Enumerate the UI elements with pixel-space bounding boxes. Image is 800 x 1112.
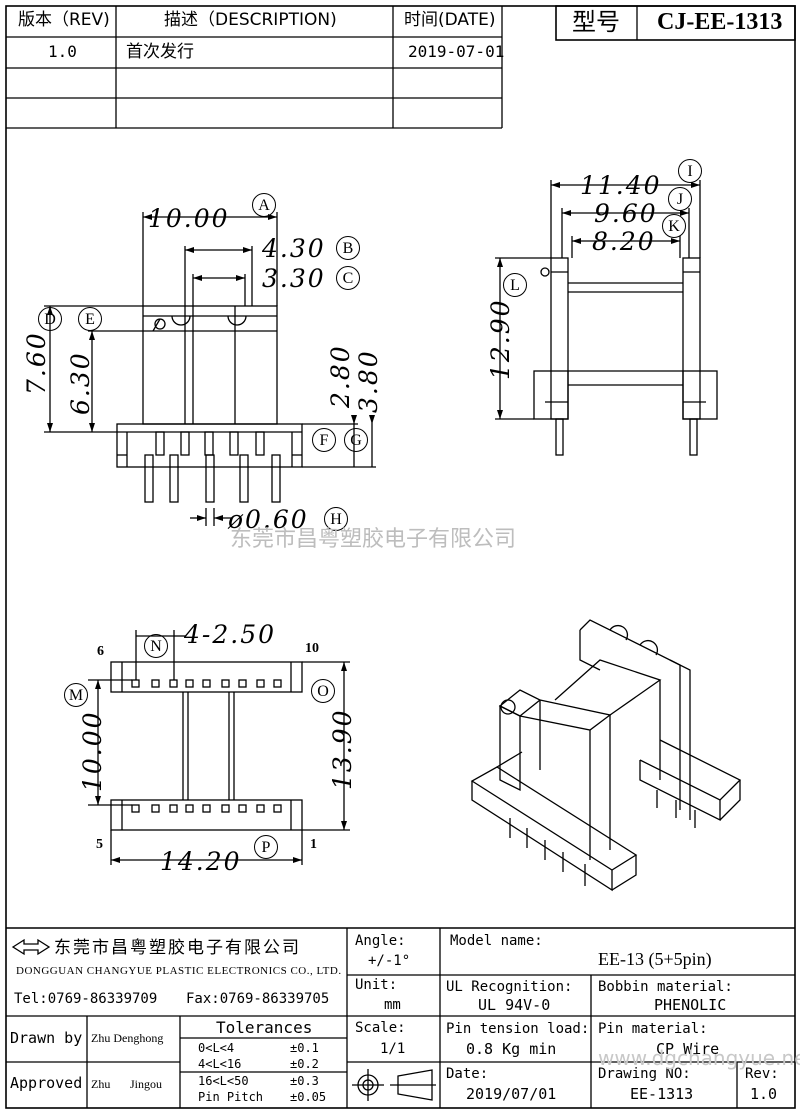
website-watermark: www.dgchangyue.net bbox=[598, 1046, 800, 1070]
bobbin-material-value: PHENOLIC bbox=[654, 996, 727, 1014]
company-name-cn: 东莞市昌粤塑胶电子有限公司 bbox=[54, 938, 301, 958]
dim-N-marker: N bbox=[144, 634, 168, 658]
drawn-by-label: Drawn by bbox=[10, 1029, 83, 1047]
rev-value: 1.0 bbox=[48, 42, 77, 61]
rev-label: Rev: bbox=[745, 1066, 779, 1082]
model-box-label: 型号 bbox=[572, 8, 620, 36]
company-name-en: DONGGUAN CHANGYUE PLASTIC ELECTRONICS CO… bbox=[16, 965, 342, 977]
company-tel: Tel:0769-86339709 bbox=[14, 991, 158, 1007]
tolerance-range-0: 0<L<4 bbox=[198, 1041, 235, 1055]
tolerance-value-2: ±0.3 bbox=[290, 1074, 319, 1088]
dim-J-marker: J bbox=[668, 187, 692, 211]
angle-label: Angle: bbox=[355, 933, 406, 949]
dim-P-value: 14.20 bbox=[160, 847, 242, 876]
pin-label-10: 10 bbox=[305, 641, 319, 656]
dim-H-value: ø0.60 bbox=[228, 505, 309, 534]
tolerance-value-0: ±0.1 bbox=[290, 1041, 319, 1055]
tolerance-value-1: ±0.2 bbox=[290, 1057, 319, 1071]
dim-A-value: 10.00 bbox=[148, 204, 230, 233]
dim-O-value: 13.90 bbox=[328, 708, 357, 790]
ul-recognition-label: UL Recognition: bbox=[446, 979, 573, 995]
dim-F-marker: F bbox=[312, 428, 336, 452]
drawing-no-label: Drawing NO: bbox=[598, 1066, 691, 1082]
dim-H-marker: H bbox=[324, 507, 348, 531]
tolerance-range-1: 4<L<16 bbox=[198, 1057, 242, 1071]
date-value: 2019-07-01 bbox=[408, 42, 505, 61]
scale-value: 1/1 bbox=[380, 1041, 406, 1057]
approved-value-given: Jingou bbox=[130, 1077, 163, 1091]
dim-A-marker: A bbox=[252, 193, 276, 217]
dim-G-value: 3.80 bbox=[354, 349, 383, 413]
dim-M-marker: M bbox=[64, 683, 88, 707]
model-box-value: CJ-EE-1313 bbox=[657, 9, 783, 35]
drawn-by-value: Zhu Denghong bbox=[91, 1031, 164, 1045]
scale-label: Scale: bbox=[355, 1020, 406, 1036]
dim-D-marker: D bbox=[38, 307, 62, 331]
rev-block-value: 1.0 bbox=[750, 1085, 778, 1103]
pin-material-value: CP Wire bbox=[656, 1040, 720, 1058]
dim-D-value: 7.60 bbox=[22, 331, 51, 395]
dim-K-marker: K bbox=[662, 214, 686, 238]
date-header: 时间(DATE) bbox=[404, 10, 496, 30]
dim-J-value: 9.60 bbox=[594, 199, 658, 228]
dim-G-marker: G bbox=[344, 428, 368, 452]
tolerance-range-3: Pin Pitch bbox=[198, 1090, 264, 1104]
dim-B-value: 4.30 bbox=[262, 234, 326, 263]
dim-E-value: 6.30 bbox=[66, 351, 95, 415]
dim-L-value: 12.90 bbox=[486, 298, 515, 380]
drawing-no-value: EE-1313 bbox=[630, 1085, 694, 1103]
pin-label-5: 5 bbox=[96, 837, 103, 852]
dim-F-value: 2.80 bbox=[326, 344, 355, 408]
dim-P-marker: P bbox=[254, 835, 278, 859]
pin-label-1: 1 bbox=[310, 837, 317, 852]
dim-I-marker: I bbox=[678, 159, 702, 183]
description-value: 首次发行 bbox=[126, 42, 194, 62]
rev-header: 版本（REV) bbox=[18, 10, 110, 30]
approved-value-surname: Zhu bbox=[91, 1077, 111, 1091]
tolerance-range-2: 16<L<50 bbox=[198, 1074, 249, 1088]
ul-recognition-value: UL 94V-0 bbox=[478, 996, 551, 1014]
dim-M-value: 10.00 bbox=[78, 710, 107, 792]
date-value: 2019/07/01 bbox=[466, 1085, 557, 1103]
dim-I-value: 11.40 bbox=[580, 171, 662, 200]
pin-label-6: 6 bbox=[97, 644, 104, 659]
unit-label: Unit: bbox=[355, 977, 398, 993]
tolerance-value-3: ±0.05 bbox=[290, 1090, 327, 1104]
dim-L-marker: L bbox=[503, 273, 527, 297]
pin-tension-value: 0.8 Kg min bbox=[466, 1040, 557, 1058]
company-watermark: 东莞市昌粤塑胶电子有限公司 bbox=[230, 527, 517, 552]
pin-tension-label: Pin tension load: bbox=[446, 1021, 590, 1037]
description-header: 描述（DESCRIPTION) bbox=[164, 10, 337, 30]
bobbin-material-label: Bobbin material: bbox=[598, 979, 733, 995]
model-name-label: Model name: bbox=[450, 933, 543, 949]
dim-N-value: 4-2.50 bbox=[184, 620, 277, 649]
unit-value: mm bbox=[384, 997, 401, 1013]
pin-material-label: Pin material: bbox=[598, 1021, 708, 1037]
dim-C-value: 3.30 bbox=[262, 264, 326, 293]
tolerances-label: Tolerances bbox=[216, 1018, 313, 1037]
dim-K-value: 8.20 bbox=[592, 227, 656, 256]
model-name-value: EE-13 (5+5pin) bbox=[598, 949, 712, 969]
dim-B-marker: B bbox=[336, 236, 360, 260]
approved-label: Approved bbox=[10, 1074, 83, 1092]
dim-C-marker: C bbox=[336, 266, 360, 290]
dim-O-marker: O bbox=[311, 679, 335, 703]
company-fax: Fax:0769-86339705 bbox=[186, 991, 330, 1007]
date-label: Date: bbox=[446, 1066, 489, 1082]
angle-value: +/-1° bbox=[368, 953, 411, 969]
dim-E-marker: E bbox=[78, 307, 102, 331]
